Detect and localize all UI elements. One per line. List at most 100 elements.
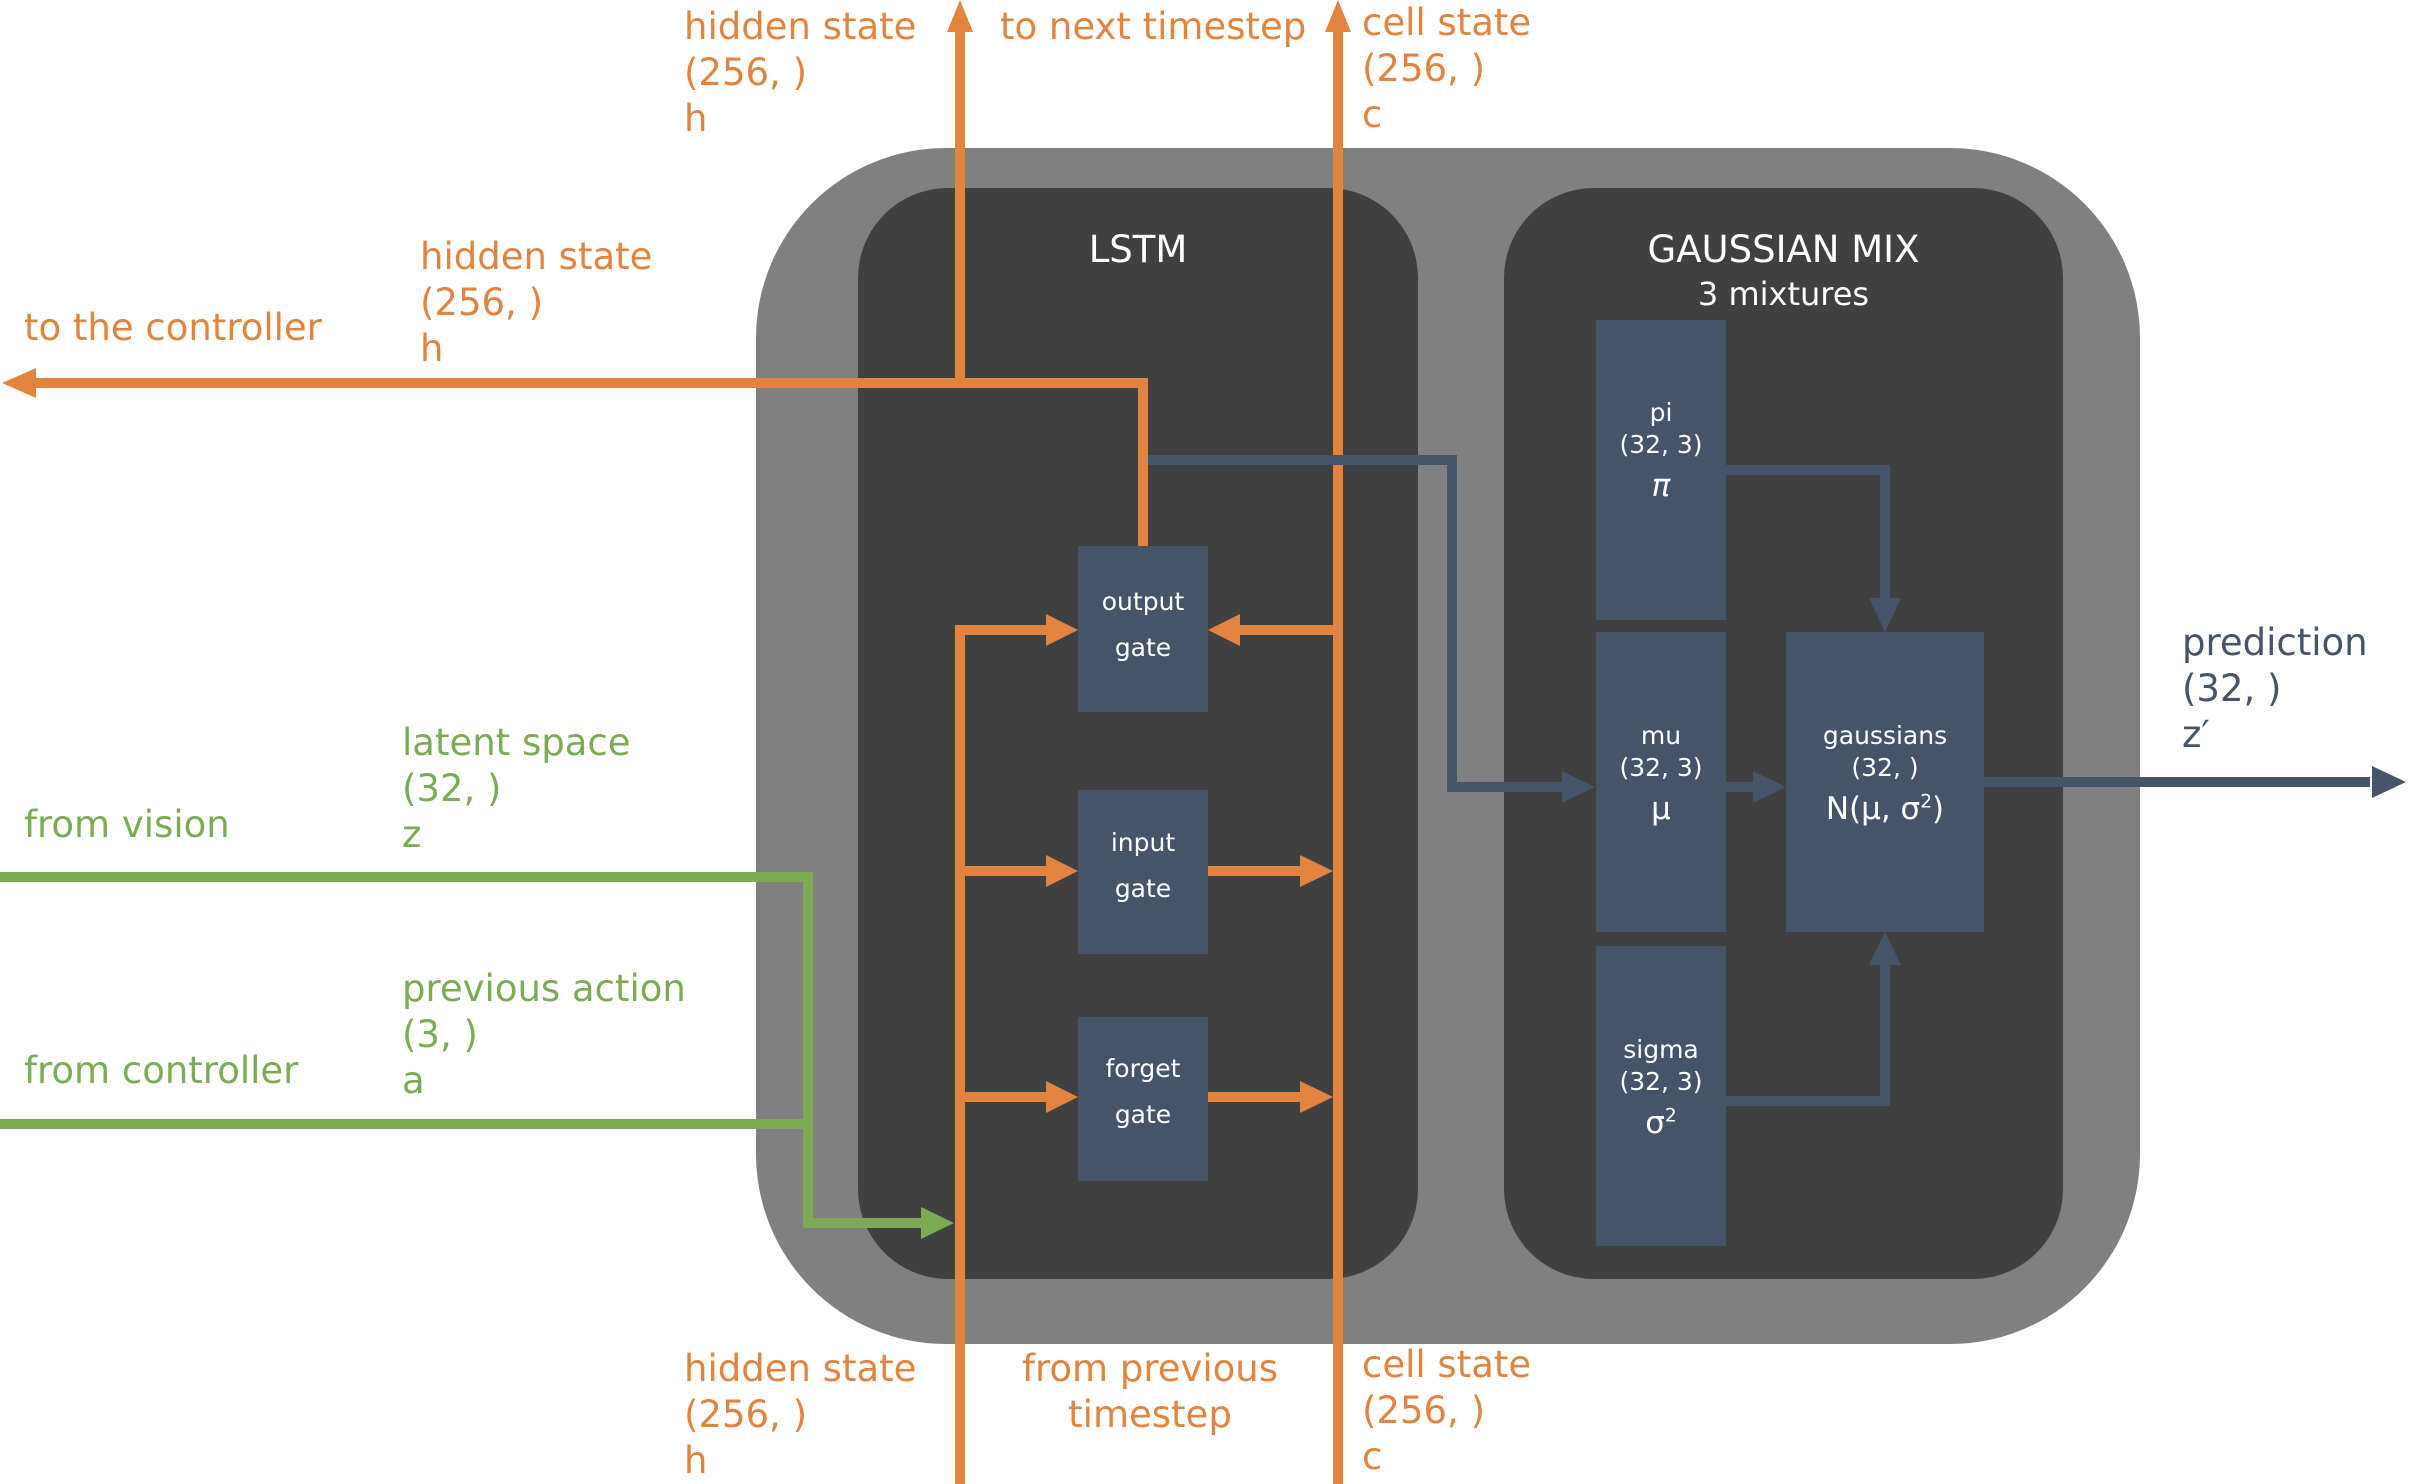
nodes — [1078, 320, 1984, 1246]
input-gate-line1: input — [1110, 828, 1176, 857]
pi-node-text: pi (32, 3) π — [1596, 397, 1726, 511]
prediction-label: prediction (32, ) z′ — [2182, 620, 2368, 758]
pi-node — [1596, 320, 1726, 620]
gaussians-formula-suffix: ) — [1932, 791, 1945, 827]
forget-gate-text: forget gate — [1078, 1046, 1208, 1138]
sigma-shape: (32, 3) — [1619, 1067, 1703, 1096]
hidden-state-controller-label: hidden state (256, ) h — [420, 234, 652, 372]
arrow-into-gaussians-top — [1869, 598, 1901, 632]
gaussians-shape: (32, ) — [1851, 753, 1919, 782]
gmm-connectors — [1148, 455, 2370, 1106]
arrow-input-to-cell — [1300, 855, 1333, 887]
arrow-inputs-to-lstm — [921, 1207, 954, 1239]
from-previous-line1: from previous — [1021, 1347, 1279, 1390]
mu-node — [1596, 632, 1726, 932]
sigma-name: sigma — [1623, 1035, 1699, 1064]
previous-action-title: previous action — [402, 967, 686, 1010]
cell-state-in-label: cell state (256, ) c — [1362, 1342, 1531, 1480]
hidden-state-in-symbol: h — [684, 1439, 708, 1482]
gaussian-mix-title: GAUSSIAN MIX — [1647, 228, 1920, 271]
hidden-state-controller-shape: (256, ) — [420, 281, 544, 324]
from-previous-line2: timestep — [1068, 1393, 1232, 1436]
gaussian-mix-title-block: GAUSSIAN MIX 3 mixtures — [1504, 228, 2063, 316]
sigma-node-text: sigma (32, 3) σ2 — [1596, 1034, 1726, 1148]
arrow-into-gaussians-left — [1753, 771, 1786, 803]
output-gate-text: output gate — [1078, 579, 1208, 671]
pi-shape: (32, 3) — [1619, 430, 1703, 459]
latent-space-title: latent space — [402, 721, 631, 764]
arrow-to-next-cell — [1325, 0, 1351, 32]
hidden-state-controller-symbol: h — [420, 327, 444, 370]
orange-connectors — [14, 30, 1343, 1484]
sigma-symbol-base: σ — [1645, 1105, 1665, 1141]
cell-state-out-symbol: c — [1362, 93, 1383, 136]
arrow-into-output-gate-right — [1208, 614, 1240, 646]
gaussians-formula: N(μ, σ2) — [1786, 784, 1984, 834]
forget-gate-node — [1078, 1017, 1208, 1181]
hidden-state-out-label: hidden state (256, ) h — [684, 4, 916, 142]
orange-arrowheads — [2, 0, 1351, 1113]
hidden-to-mu-line — [1148, 455, 1562, 792]
cell-state-out-shape: (256, ) — [1362, 47, 1486, 90]
latent-z-line — [0, 872, 925, 1228]
prediction-shape: (32, ) — [2182, 667, 2282, 710]
input-gate-line2: gate — [1114, 874, 1172, 903]
from-previous-timestep-label: from previous timestep — [990, 1346, 1310, 1438]
gaussians-formula-prefix: N(μ, σ — [1825, 791, 1921, 827]
input-gate-node — [1078, 790, 1208, 954]
arrow-into-forget-gate — [1046, 1081, 1078, 1113]
mu-node-text: mu (32, 3) μ — [1596, 720, 1726, 834]
previous-action-shape: (3, ) — [402, 1013, 478, 1056]
mu-name: mu — [1640, 721, 1682, 750]
sigma-symbol: σ2 — [1596, 1098, 1726, 1148]
previous-action-symbol: a — [402, 1059, 425, 1102]
latent-space-shape: (32, ) — [402, 767, 502, 810]
arrow-into-mu — [1562, 771, 1595, 803]
arrow-into-output-gate-left — [1046, 614, 1078, 646]
to-the-controller-label: to the controller — [24, 306, 322, 349]
from-controller-label: from controller — [24, 1049, 299, 1092]
lstm-title: LSTM — [1088, 228, 1188, 271]
hidden-state-out-symbol: h — [684, 97, 708, 140]
arrow-forget-to-cell — [1300, 1081, 1333, 1113]
output-gate-line2: gate — [1114, 633, 1172, 662]
sigma-symbol-exponent: 2 — [1664, 1105, 1677, 1127]
cell-state-in-shape: (256, ) — [1362, 1389, 1486, 1432]
hidden-state-in-title: hidden state — [684, 1347, 917, 1390]
hidden-state-out-shape: (256, ) — [684, 51, 808, 94]
output-gate-node — [1078, 546, 1208, 712]
latent-space-symbol: z — [402, 813, 422, 856]
hidden-state-in-label: hidden state (256, ) h — [684, 1346, 916, 1484]
output-gate-to-hidden — [14, 378, 1148, 546]
forget-gate-line2: gate — [1114, 1100, 1172, 1129]
gaussians-name: gaussians — [1822, 721, 1948, 750]
to-next-timestep-label: to next timestep — [1000, 5, 1307, 48]
hidden-state-controller-title: hidden state — [420, 235, 653, 278]
previous-action-label: previous action (3, ) a — [402, 966, 686, 1104]
from-vision-label: from vision — [24, 803, 230, 846]
sigma-to-gaussians-line — [1726, 965, 1890, 1106]
hidden-state-in-shape: (256, ) — [684, 1393, 808, 1436]
arrow-prediction — [2372, 766, 2406, 798]
arrow-to-controller — [2, 368, 36, 398]
cell-state-in-symbol: c — [1362, 1435, 1383, 1478]
green-connectors — [0, 872, 925, 1228]
arrow-into-input-gate — [1046, 855, 1078, 887]
pi-name: pi — [1649, 398, 1673, 427]
gmm-arrowheads — [1562, 598, 2406, 965]
gaussians-node-text: gaussians (32, ) N(μ, σ2) — [1786, 720, 1984, 834]
mu-symbol: μ — [1651, 791, 1671, 827]
pi-to-gaussians-line — [1726, 465, 1890, 600]
mu-shape: (32, 3) — [1619, 753, 1703, 782]
input-gate-text: input gate — [1078, 820, 1208, 912]
prediction-symbol: z′ — [2182, 713, 2210, 756]
arrow-to-next-hidden — [947, 0, 973, 32]
prediction-title: prediction — [2182, 621, 2368, 664]
sigma-node — [1596, 946, 1726, 1246]
gaussians-formula-exponent: 2 — [1920, 791, 1933, 813]
hidden-state-out-title: hidden state — [684, 5, 917, 48]
output-gate-line1: output — [1101, 587, 1185, 616]
cell-state-in-title: cell state — [1362, 1343, 1532, 1386]
latent-space-label: latent space (32, ) z — [402, 720, 631, 858]
